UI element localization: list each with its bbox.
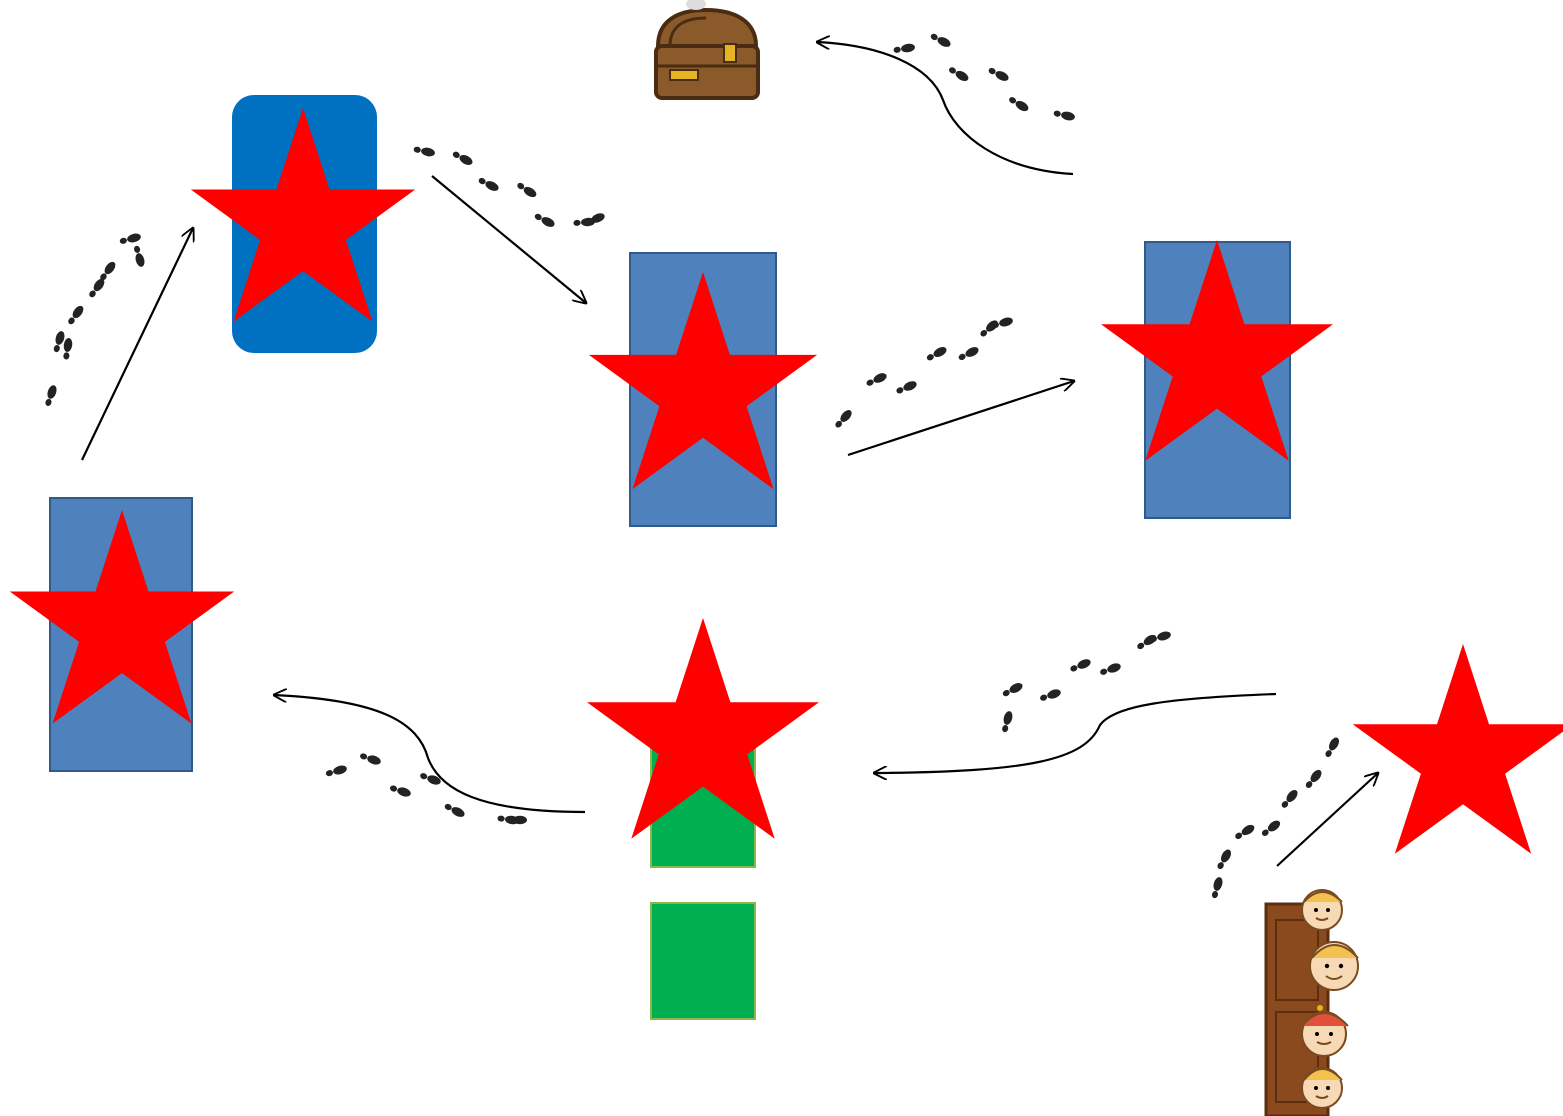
arrow-icon (274, 695, 585, 812)
footprints-icon (1210, 736, 1341, 899)
footprints-icon (893, 32, 1076, 122)
arrow-icon (817, 42, 1073, 174)
footprints-icon (1000, 630, 1172, 733)
footprints-icon (413, 145, 606, 229)
arrow-icon (1277, 773, 1378, 866)
arrow-icon (432, 176, 586, 303)
door-with-children-icon (1266, 890, 1358, 1116)
arrow-icon (848, 381, 1074, 455)
star-icon (1353, 644, 1563, 854)
footprints-icon (43, 232, 146, 407)
footprints-icon (325, 751, 527, 825)
card-green-bottom (651, 903, 755, 1019)
footprints-icon (833, 316, 1014, 430)
arrow-icon (874, 694, 1276, 773)
treasure-chest-icon (656, 0, 758, 98)
